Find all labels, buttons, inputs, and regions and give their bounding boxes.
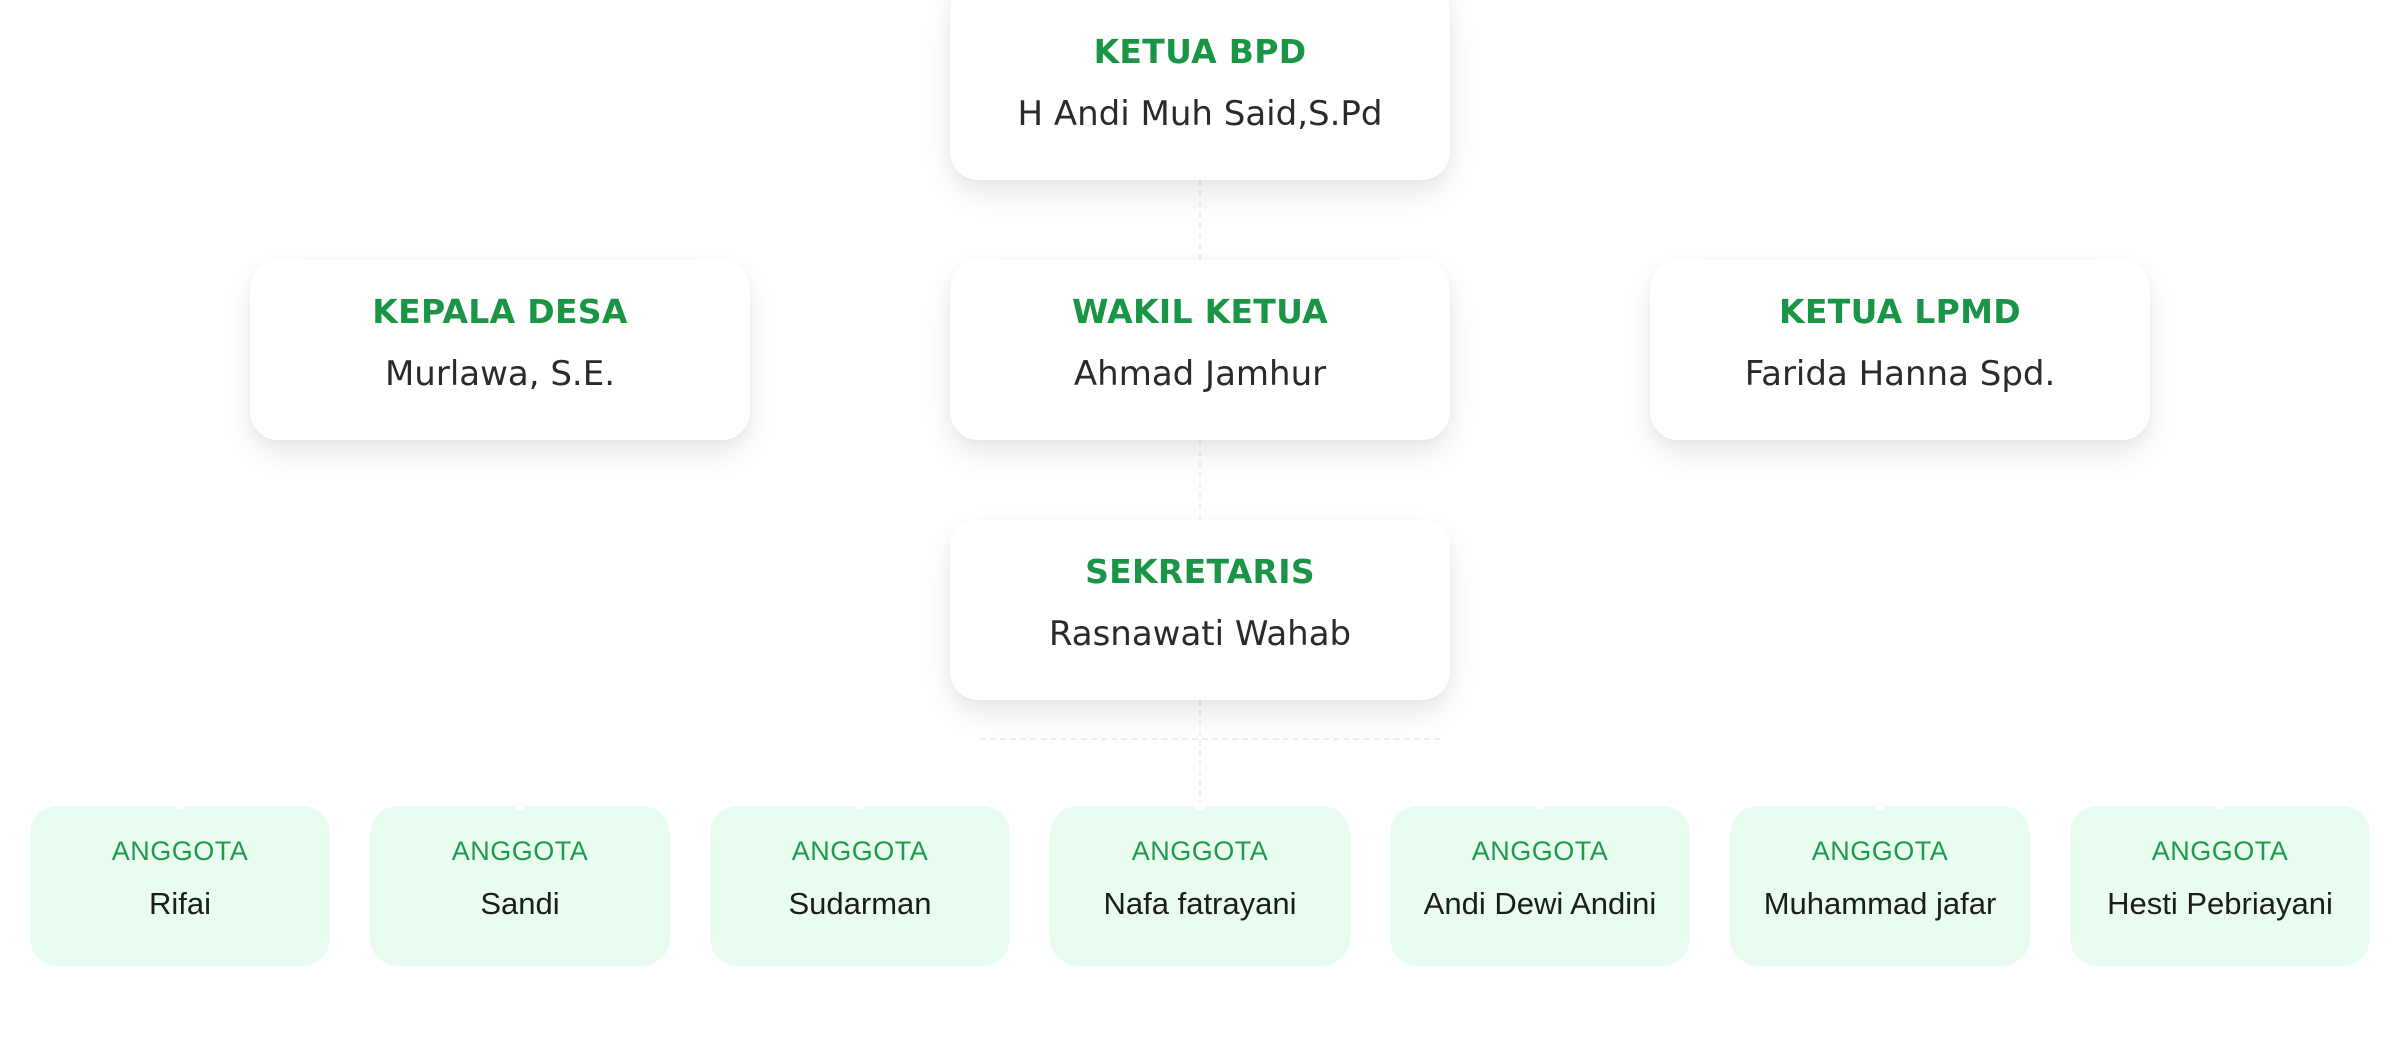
connector-anggota-bar [980,738,1440,740]
member-notch [1194,802,1206,810]
sekretaris-name: Rasnawati Wahab [1048,614,1352,654]
member-name: Sandi [480,886,560,921]
member-name: Rifai [148,886,211,921]
card-kepala-desa: KEPALA DESA Murlawa, S.E. [250,260,750,440]
ketua-bpd-role: KETUA BPD [1093,32,1307,71]
ketua-bpd-name: H Andi Muh Said,S.Pd [1017,94,1383,134]
kepala-desa-name: Murlawa, S.E. [384,354,616,394]
member-role: ANGGOTA [1131,836,1269,866]
member-name: Andi Dewi Andini [1423,886,1657,921]
member-role: ANGGOTA [2151,836,2289,866]
member-role: ANGGOTA [111,836,249,866]
member-name: Muhammad jafar [1763,886,1997,921]
member-name: Sudarman [788,886,932,921]
member-card: ANGGOTA Muhammad jafar [1730,802,2030,966]
member-card: ANGGOTA Sudarman [710,802,1010,966]
wakil-ketua-role: WAKIL KETUA [1071,292,1329,331]
member-notch [854,802,866,810]
kepala-desa-role: KEPALA DESA [372,292,628,331]
wakil-ketua-name: Ahmad Jamhur [1073,354,1327,394]
member-name: Hesti Pebriayani [2107,886,2333,921]
member-role: ANGGOTA [1811,836,1949,866]
card-wakil-ketua: WAKIL KETUA Ahmad Jamhur [950,260,1450,440]
connector-sekretaris-anggota [1199,700,1201,806]
member-role: ANGGOTA [451,836,589,866]
member-notch [514,802,526,810]
member-card: ANGGOTA Nafa fatrayani [1050,802,1350,966]
member-name: Nafa fatrayani [1103,886,1297,921]
connector-wakil-sekretaris [1199,440,1201,520]
card-ketua-bpd: KETUA BPD H Andi Muh Said,S.Pd [950,0,1450,180]
sekretaris-role: SEKRETARIS [1085,552,1315,591]
member-notch [174,802,186,810]
member-notch [1874,802,1886,810]
connector-ketua-wakil [1199,180,1201,260]
member-card: ANGGOTA Hesti Pebriayani [2070,802,2370,966]
member-notch [1534,802,1546,810]
card-sekretaris: SEKRETARIS Rasnawati Wahab [950,520,1450,700]
ketua-lpmd-name: Farida Hanna Spd. [1744,354,2056,394]
member-card: ANGGOTA Rifai [30,802,330,966]
member-card: ANGGOTA Andi Dewi Andini [1390,802,1690,966]
ketua-lpmd-role: KETUA LPMD [1779,292,2021,331]
member-role: ANGGOTA [1471,836,1609,866]
member-notch [2214,802,2226,810]
card-ketua-lpmd: KETUA LPMD Farida Hanna Spd. [1650,260,2150,440]
member-role: ANGGOTA [791,836,929,866]
member-card: ANGGOTA Sandi [370,802,670,966]
